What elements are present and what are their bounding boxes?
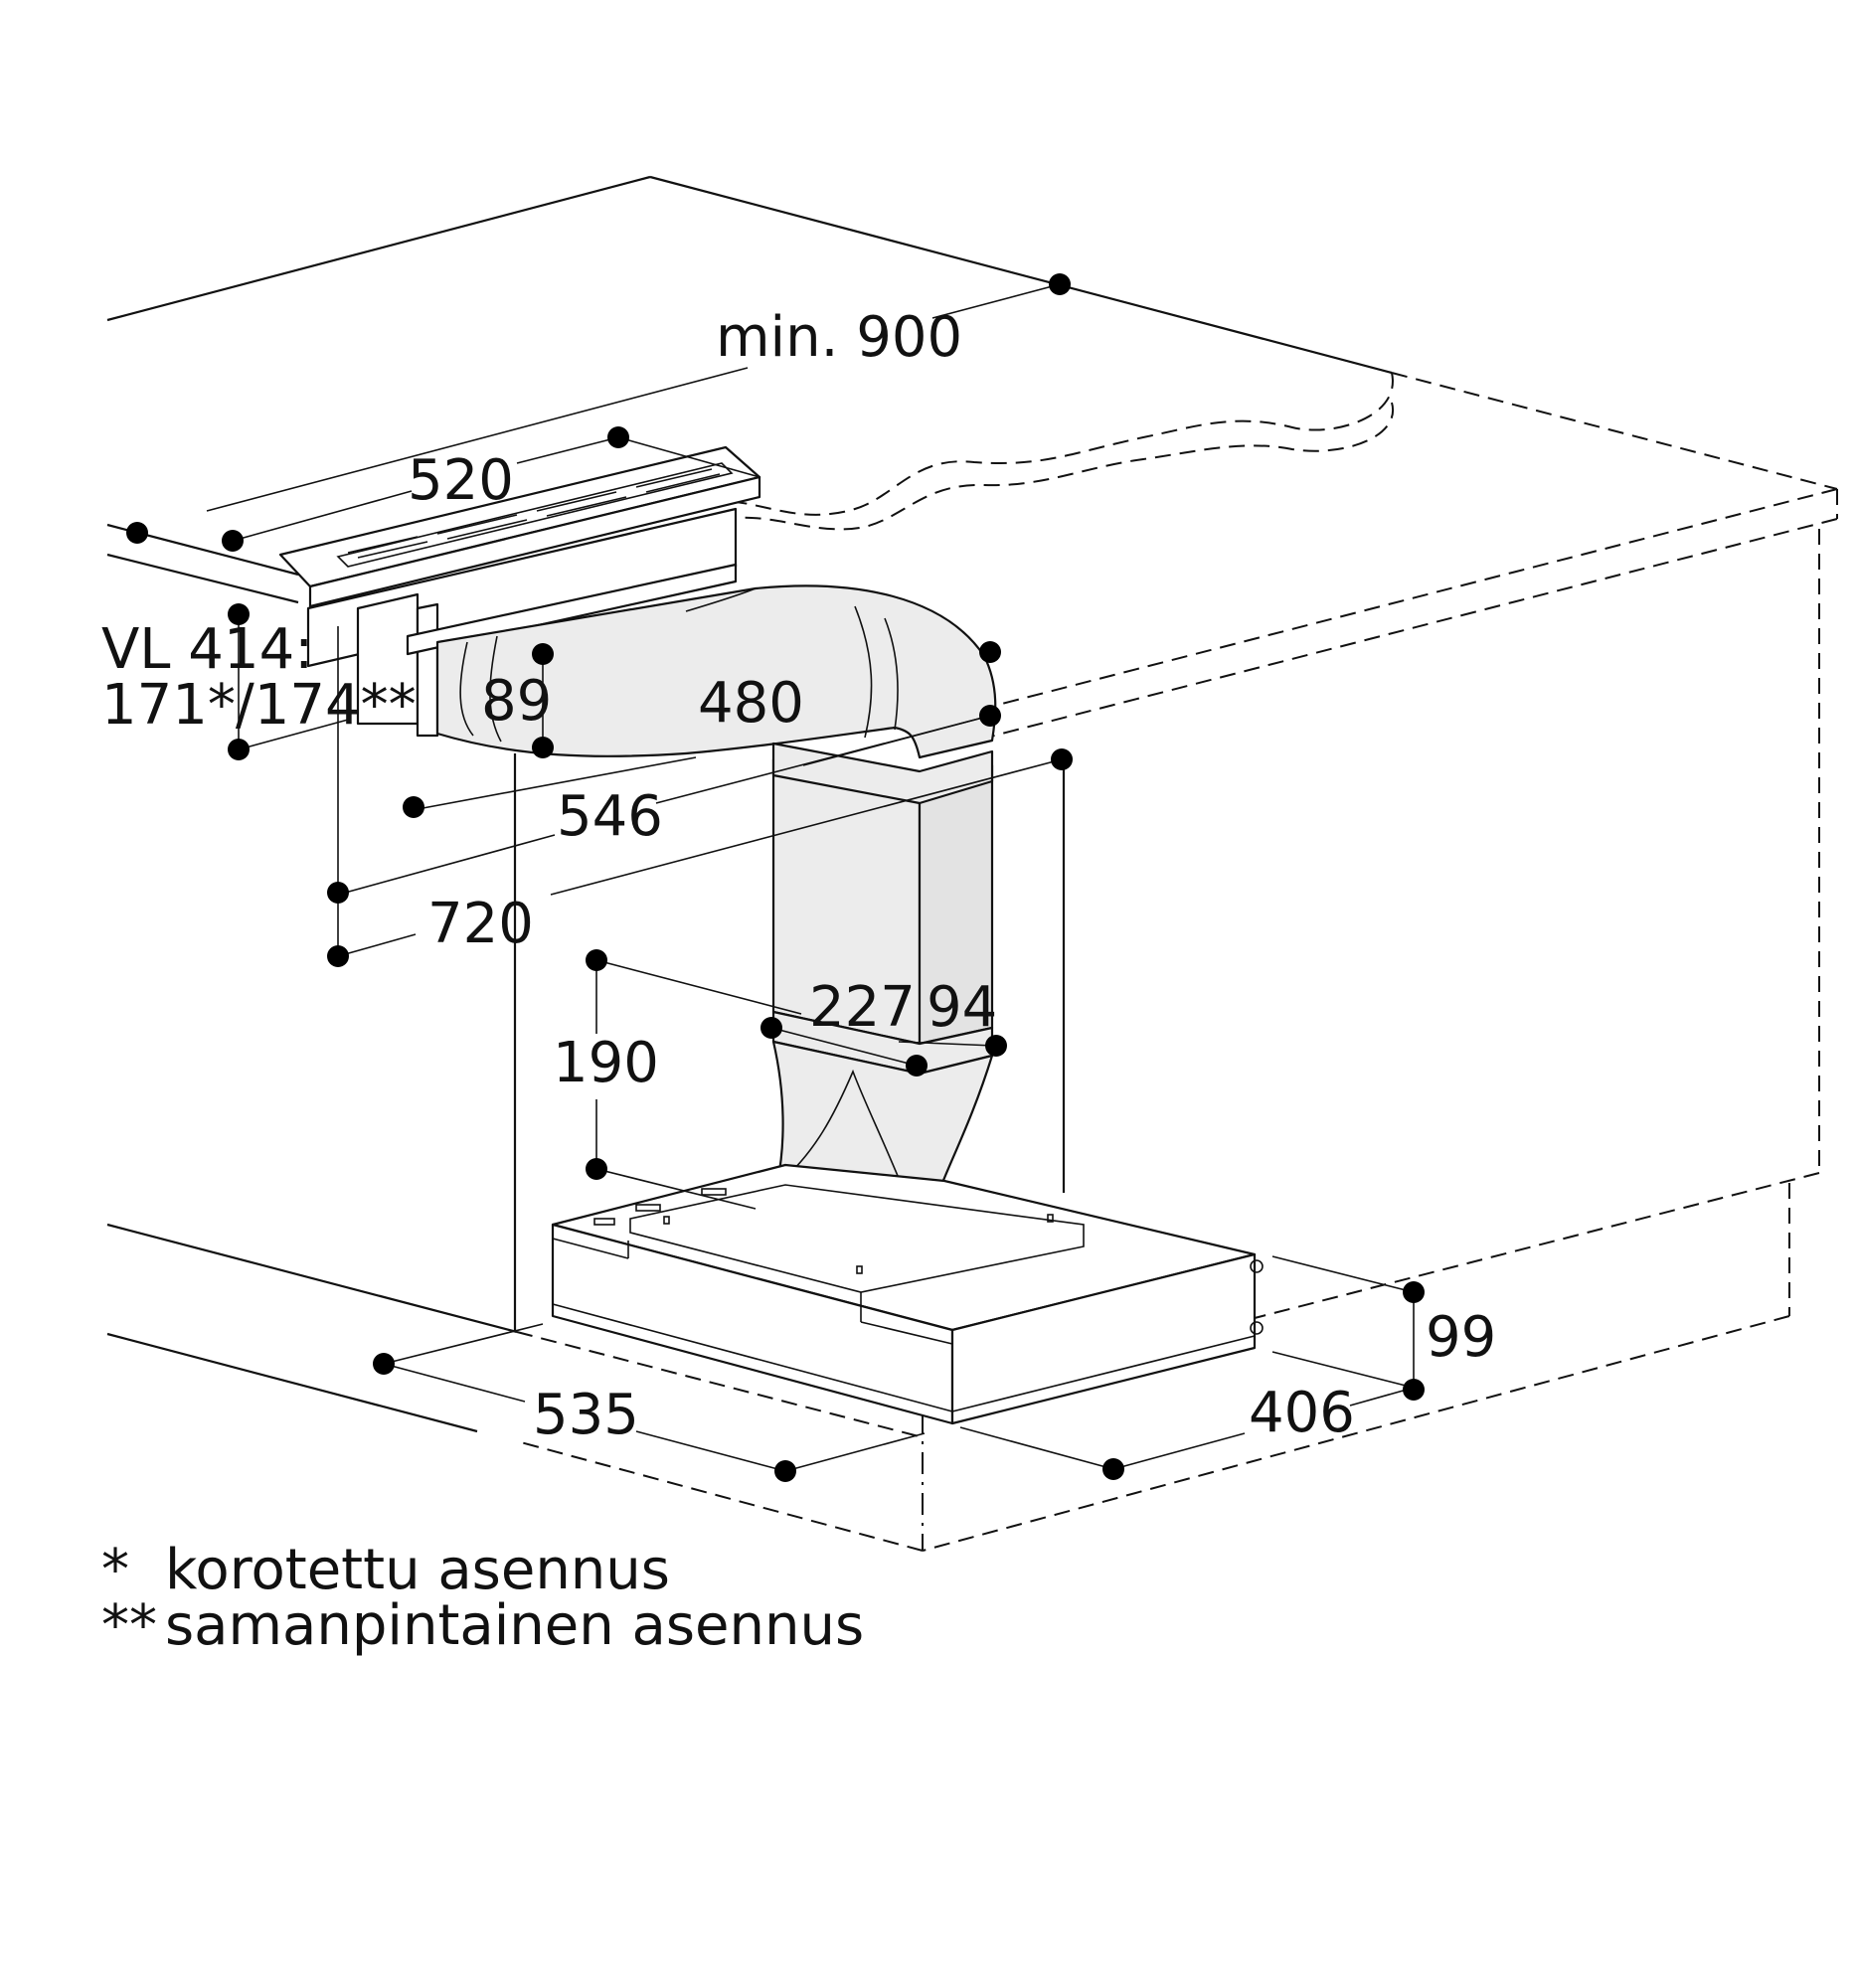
footnote-1-mark: *	[101, 1538, 129, 1602]
dim-535-label: 535	[533, 1383, 639, 1447]
dim-99-label: 99	[1426, 1305, 1496, 1370]
dim-94-label: 94	[927, 975, 997, 1040]
dim-min-900-label: min. 900	[716, 305, 962, 370]
dim-546-label: 546	[557, 784, 663, 849]
worktop-outline	[106, 175, 1838, 1552]
hood-grille	[336, 462, 734, 568]
dimension-dots	[126, 273, 1425, 1482]
dim-406-label: 406	[1249, 1381, 1355, 1445]
fan-unit	[551, 1163, 1264, 1425]
dim-227-label: 227	[809, 975, 916, 1040]
footnote-2-text: samanpintainen asennus	[165, 1593, 864, 1658]
model-label: VL 414:	[101, 617, 313, 682]
footnotes: * korotettu asennus ** samanpintainen as…	[101, 1538, 864, 1658]
footnote-1-text: korotettu asennus	[165, 1538, 670, 1602]
dim-190-label: 190	[553, 1031, 659, 1095]
dim-89-label: 89	[481, 669, 552, 734]
dim-520-label: 520	[408, 448, 514, 513]
dimension-labels: min. 900 520 VL 414: 171*/174** 89 480 5…	[101, 305, 1496, 1447]
dim-480-label: 480	[698, 671, 804, 736]
model-heights-label: 171*/174**	[101, 673, 417, 738]
dim-720-label: 720	[427, 892, 534, 956]
dimension-lines	[206, 283, 1415, 1472]
downdraft-hood	[278, 445, 761, 738]
flat-duct	[435, 584, 997, 759]
footnote-2-mark: **	[101, 1593, 157, 1658]
